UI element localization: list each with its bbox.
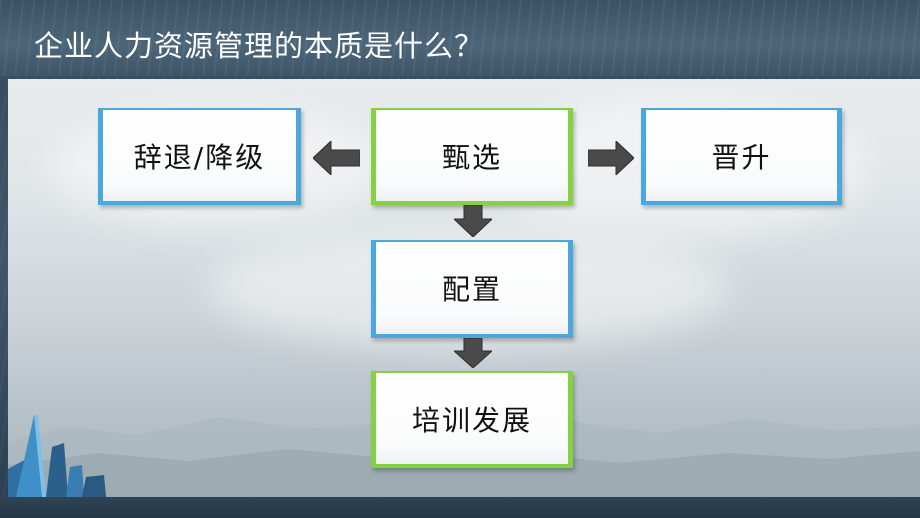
node-promotion: 晋升 xyxy=(641,108,842,205)
title-bar: 企业人力资源管理的本质是什么？ xyxy=(0,0,920,76)
node-training-development: 培训发展 xyxy=(371,371,573,468)
city-skyline-image xyxy=(8,415,106,497)
arrow-left-icon xyxy=(313,141,360,175)
node-selection: 甄选 xyxy=(371,108,573,205)
node-promotion-label: 晋升 xyxy=(711,140,772,174)
node-allocation: 配置 xyxy=(371,240,573,338)
node-training-development-label: 培训发展 xyxy=(411,403,532,437)
arrow-down-icon xyxy=(454,205,492,237)
bottom-strip xyxy=(0,497,920,518)
arrow-right-icon xyxy=(588,141,634,175)
node-dismiss-demote-label: 辞退/降级 xyxy=(133,140,266,174)
arrow-down-icon xyxy=(454,338,492,368)
node-allocation-label: 配置 xyxy=(441,273,502,306)
slide-title: 企业人力资源管理的本质是什么？ xyxy=(34,29,485,63)
node-dismiss-demote: 辞退/降级 xyxy=(98,108,301,205)
node-selection-label: 甄选 xyxy=(441,140,502,174)
